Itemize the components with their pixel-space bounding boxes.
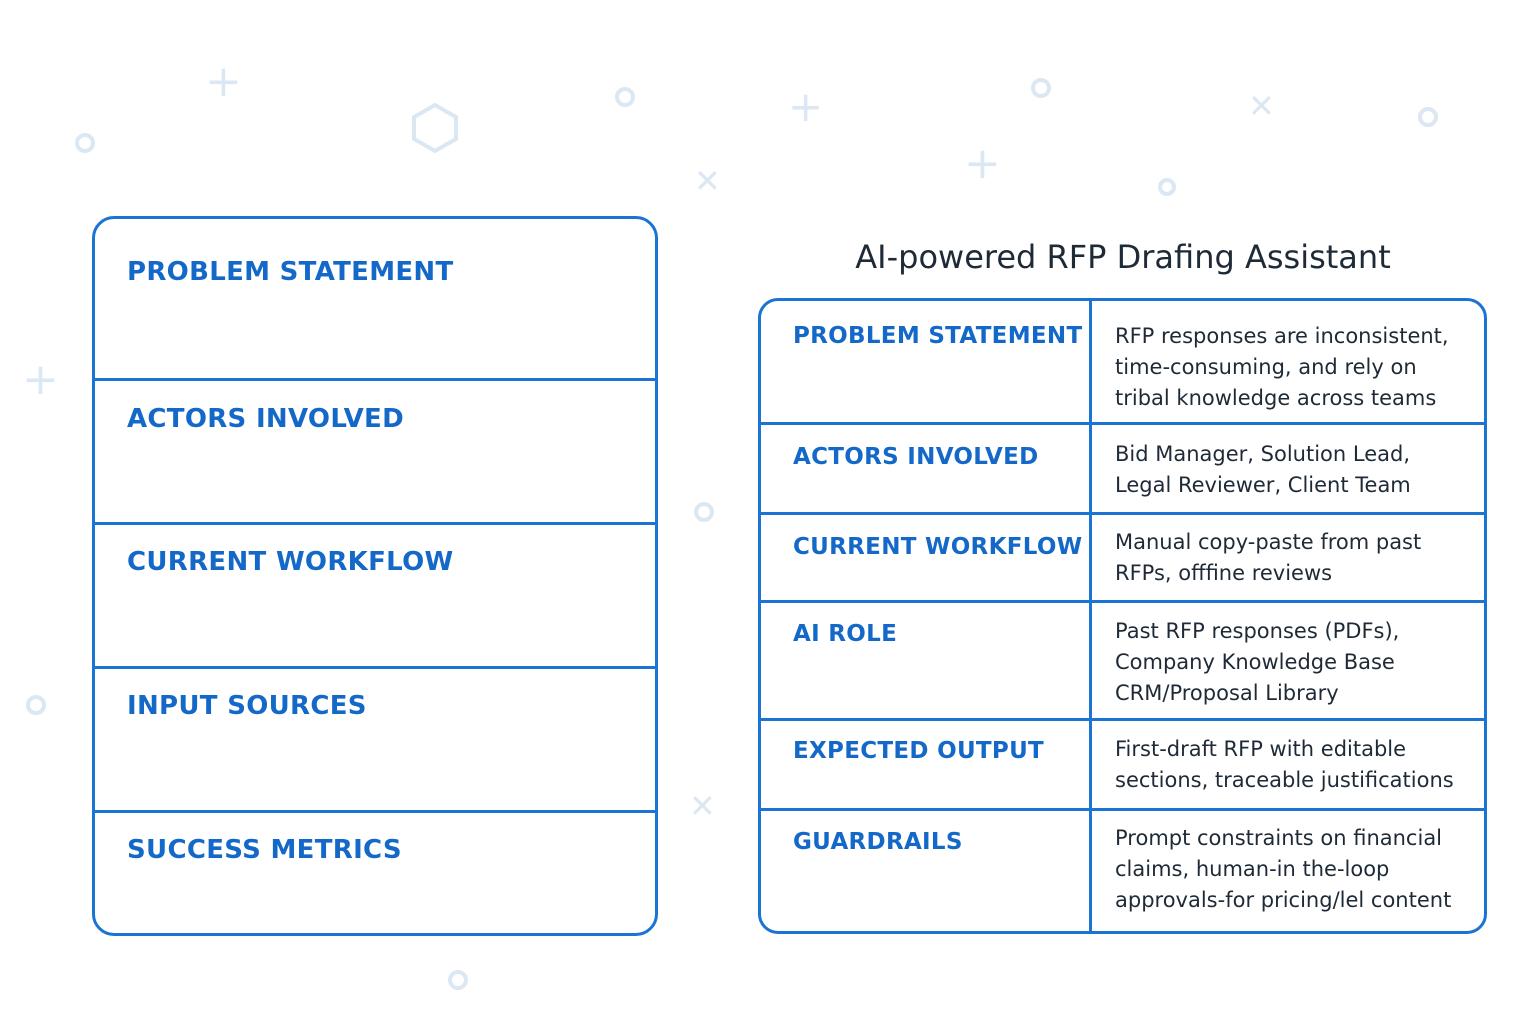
row-label: SUCCESS METRICS bbox=[127, 835, 402, 865]
row-value: RFP responses are inconsistent, time-con… bbox=[1115, 324, 1449, 410]
row-value: Past RFP responses (PDFs), Company Knowl… bbox=[1115, 619, 1400, 705]
circle-icon bbox=[694, 502, 714, 522]
table-row: ACTORS INVOLVED Bid Manager, Solution Le… bbox=[761, 425, 1484, 515]
circle-icon bbox=[1031, 78, 1051, 98]
row-label: INPUT SOURCES bbox=[127, 691, 367, 721]
table-row: PROBLEM STATEMENT RFP responses are inco… bbox=[761, 301, 1484, 425]
plus-icon: + bbox=[205, 56, 242, 107]
template-card: PROBLEM STATEMENT ACTORS INVOLVED CURREN… bbox=[92, 216, 658, 936]
row-value: Manual copy-paste from past RFPs, offfin… bbox=[1115, 530, 1422, 585]
row-label: AI ROLE bbox=[793, 621, 898, 647]
template-row: ACTORS INVOLVED bbox=[95, 381, 655, 525]
circle-icon bbox=[1418, 107, 1438, 127]
row-label: ACTORS INVOLVED bbox=[127, 404, 404, 434]
hexagon-icon bbox=[412, 102, 458, 154]
template-row: PROBLEM STATEMENT bbox=[95, 219, 655, 381]
row-value: Bid Manager, Solution Lead, Legal Review… bbox=[1115, 442, 1411, 497]
template-row: SUCCESS METRICS bbox=[95, 813, 655, 933]
column-divider bbox=[1089, 301, 1092, 931]
page-title: AI-powered RFP Drafing Assistant bbox=[855, 238, 1391, 276]
circle-icon bbox=[26, 695, 46, 715]
table-row: CURRENT WORKFLOW Manual copy-paste from … bbox=[761, 515, 1484, 603]
template-row: INPUT SOURCES bbox=[95, 669, 655, 813]
template-row: CURRENT WORKFLOW bbox=[95, 525, 655, 669]
row-label: ACTORS INVOLVED bbox=[793, 444, 1039, 470]
row-value: Prompt constraints on financial claims, … bbox=[1115, 826, 1452, 912]
circle-icon bbox=[1158, 178, 1176, 196]
row-label: PROBLEM STATEMENT bbox=[793, 323, 1083, 349]
row-label: CURRENT WORKFLOW bbox=[793, 534, 1083, 560]
plus-icon: + bbox=[788, 82, 824, 131]
circle-icon bbox=[615, 87, 635, 107]
row-label: PROBLEM STATEMENT bbox=[127, 257, 454, 287]
plus-icon: + bbox=[964, 138, 1001, 189]
table-row: GUARDRAILS Prompt constraints on financi… bbox=[761, 811, 1484, 931]
circle-icon bbox=[75, 133, 95, 153]
cross-icon: ✕ bbox=[694, 162, 721, 200]
circle-icon bbox=[448, 970, 468, 990]
filled-table: PROBLEM STATEMENT RFP responses are inco… bbox=[758, 298, 1487, 934]
row-value: First-draft RFP with editable sections, … bbox=[1115, 737, 1454, 792]
row-label: GUARDRAILS bbox=[793, 829, 963, 855]
table-row: EXPECTED OUTPUT First-draft RFP with edi… bbox=[761, 721, 1484, 811]
cross-icon: ✕ bbox=[689, 787, 716, 825]
plus-icon: + bbox=[22, 354, 59, 405]
cross-icon: ✕ bbox=[1248, 87, 1275, 125]
row-label: EXPECTED OUTPUT bbox=[793, 738, 1045, 764]
table-row: AI ROLE Past RFP responses (PDFs), Compa… bbox=[761, 603, 1484, 721]
row-label: CURRENT WORKFLOW bbox=[127, 547, 454, 577]
